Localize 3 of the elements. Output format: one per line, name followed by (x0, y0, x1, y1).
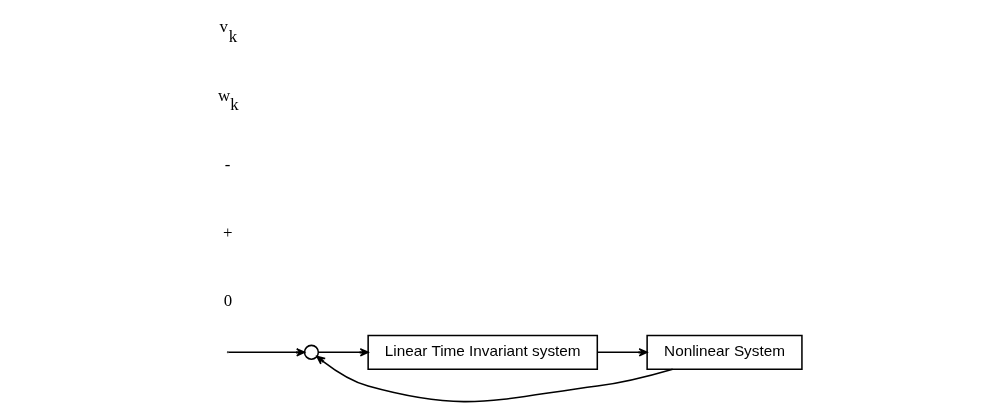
label: 0 (223, 291, 232, 310)
label: + (222, 222, 232, 242)
label: - (224, 154, 230, 174)
